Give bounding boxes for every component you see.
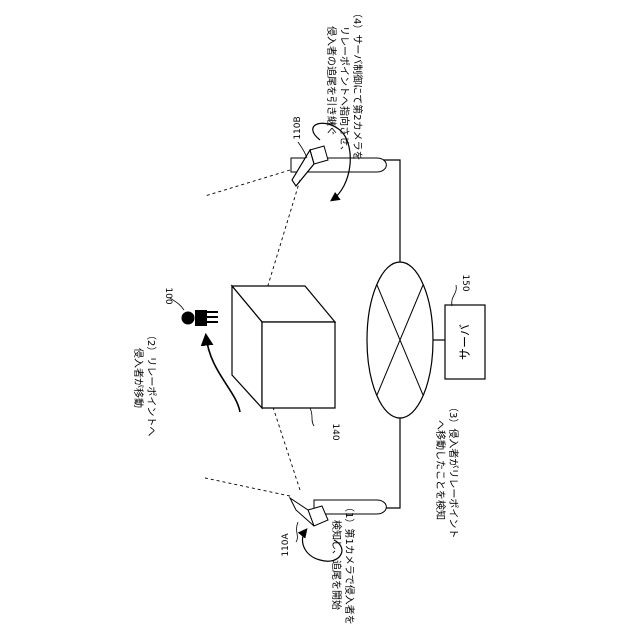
step4-note: （4）サーバ制御にて第2カメラを リレーポイントへ指向させ、 侵入者の追尾を引き… <box>325 8 364 161</box>
step1-line2: 検知し、追尾を開始 <box>330 520 343 610</box>
step1-note: （1）第1カメラで侵入者を 検知し、追尾を開始 <box>330 502 356 625</box>
camera-110a-label: 110A <box>281 532 291 556</box>
server-leader <box>452 285 457 306</box>
camera-110b-leader <box>298 142 307 158</box>
step1-line1: （1）第1カメラで侵入者を <box>343 502 356 625</box>
building-label: 140 <box>330 423 340 440</box>
server-name: サーバ <box>458 324 472 360</box>
step2-line1: （2）リレーポイントへ <box>145 330 157 436</box>
camera-110b-label: 110B <box>293 116 303 139</box>
server: サーバ <box>445 305 485 379</box>
step4-line3: 侵入者の追尾を引き継ぐ <box>325 26 338 136</box>
person-label: 100 <box>163 287 173 304</box>
network-node <box>367 262 433 418</box>
camera-110a-leader <box>296 522 298 542</box>
intruder-person-icon <box>182 310 219 326</box>
step3-line2: へ移動したことを検知 <box>434 420 447 520</box>
building <box>232 286 335 408</box>
server-ref-label: 150 <box>460 274 470 291</box>
step3-note: （3）侵入者がリレーポイント へ移動したことを検知 <box>434 402 460 538</box>
step4-line1: （4）サーバ制御にて第2カメラを <box>351 8 364 161</box>
step2-line2: 侵入者が移動 <box>132 348 145 408</box>
step2-note: （2）リレーポイントへ 侵入者が移動 <box>132 330 157 436</box>
step4-line2: リレーポイントへ指向させ、 <box>338 26 351 156</box>
building-leader <box>310 408 314 426</box>
step3-line1: （3）侵入者がリレーポイント <box>447 402 460 538</box>
